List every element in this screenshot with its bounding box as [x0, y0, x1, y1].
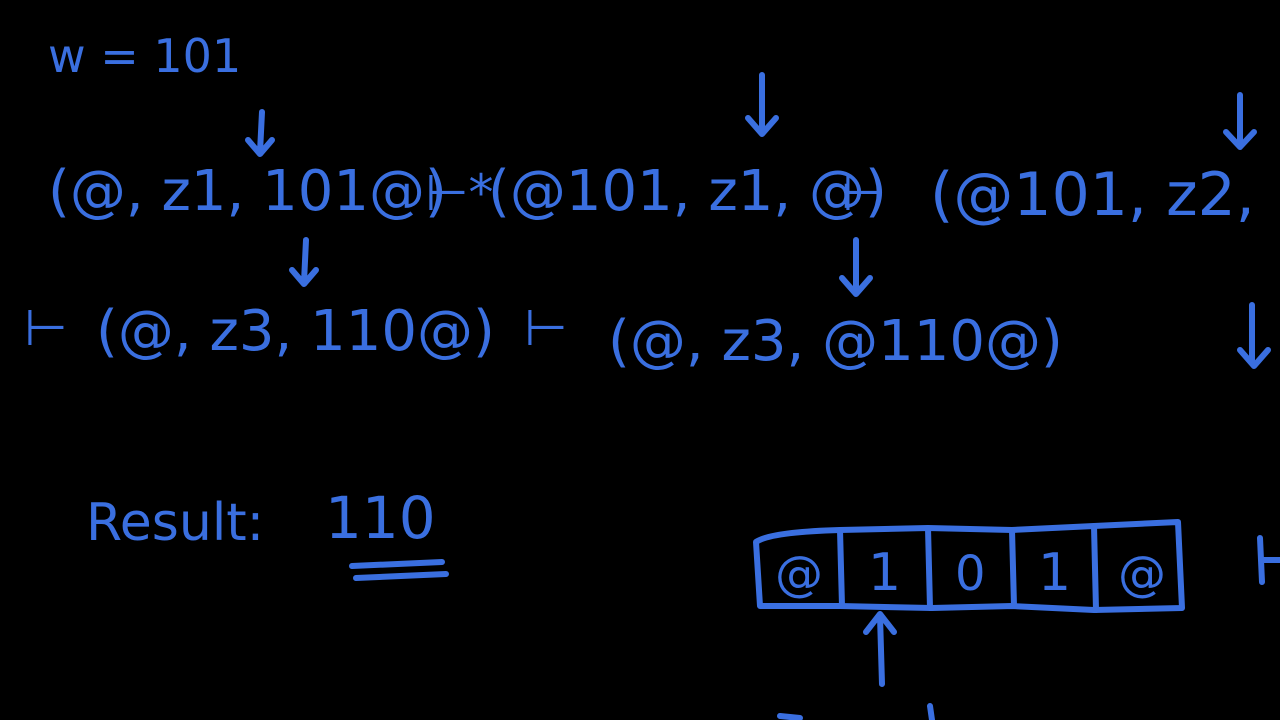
head-arrow-2: [745, 72, 779, 137]
result-value: 110: [325, 484, 436, 552]
step-star-symbol: ⊢*: [425, 164, 494, 222]
input-word-label: w = 101: [48, 29, 241, 83]
configuration-4: (@, z3, 110@): [96, 299, 495, 364]
head-arrow-3: [1223, 92, 1257, 150]
configuration-2: (@101, z1, @): [488, 159, 887, 224]
result-double-underline: [349, 559, 449, 581]
head-arrow-6: [1237, 302, 1271, 369]
tape-cells-outline: [753, 519, 1185, 613]
head-arrow-1: [245, 109, 275, 157]
tape-cell-1: 1: [868, 543, 901, 603]
tape: @ 1 0 1 @: [753, 519, 1185, 613]
result-label: Result:: [86, 493, 264, 553]
configuration-1: (@, z1, 101@): [48, 159, 447, 224]
tape-cell-3: 1: [1038, 543, 1071, 603]
step-symbol-1: ⊢: [842, 164, 886, 222]
tape-cell-0: @: [775, 546, 823, 602]
tape-cell-2: 0: [955, 546, 986, 602]
partial-step-symbol: [1257, 535, 1280, 585]
configuration-3: (@101, z2, 1@: [930, 160, 1280, 230]
head-arrow-5: [839, 237, 873, 297]
tape-cell-4: @: [1118, 546, 1166, 602]
bottom-partial-marks: [777, 703, 935, 720]
step-symbol-2: ⊢: [24, 299, 68, 357]
configuration-5: (@, z3, @110@): [608, 309, 1063, 374]
head-arrow-4: [289, 237, 319, 287]
step-symbol-3: ⊢: [524, 299, 568, 357]
tape-head-arrow: [863, 611, 897, 687]
